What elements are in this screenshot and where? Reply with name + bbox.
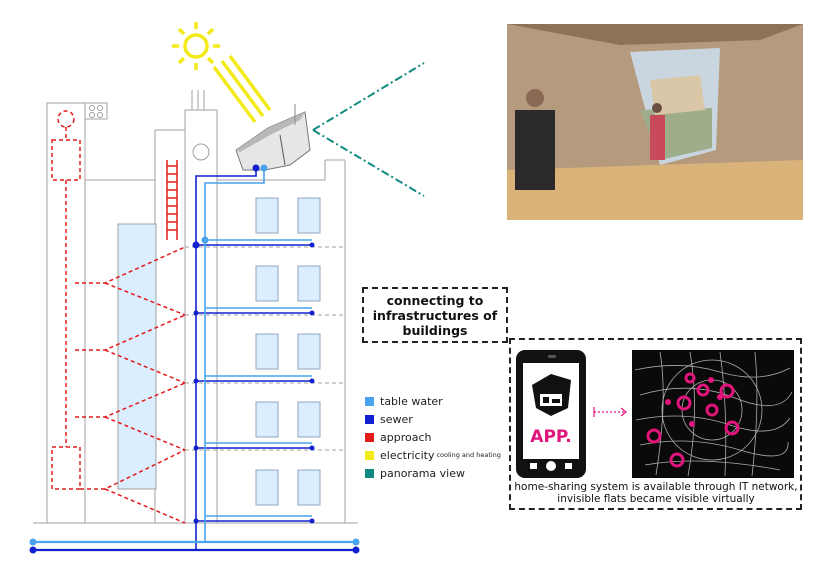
legend-sup: cooling and heating	[436, 451, 501, 459]
title-line-2: infrastructures of	[372, 307, 498, 323]
title-line-3: buildings	[402, 322, 468, 338]
sun-icon	[172, 22, 220, 70]
panorama-photo	[507, 24, 803, 220]
legend-swatch	[365, 468, 374, 478]
table-water-nodes	[29, 164, 360, 546]
legend-swatch	[365, 414, 374, 424]
panorama-view-lines	[312, 62, 425, 197]
building-outline	[33, 90, 358, 524]
legend-item-electricity: electricity cooling and heating	[365, 446, 501, 464]
approach-ladder	[166, 160, 178, 240]
legend-label: panorama view	[380, 466, 465, 480]
legend-item-approach: approach	[365, 428, 501, 446]
arrow-icon	[593, 407, 627, 417]
legend-label: table water	[380, 394, 443, 408]
app-label: APP.	[530, 427, 572, 447]
legend-swatch	[365, 450, 374, 460]
phone-icon	[516, 350, 586, 478]
title-line-1: connecting to	[386, 292, 484, 308]
legend-item-table-water: table water	[365, 392, 501, 410]
city-map	[632, 350, 794, 478]
legend-item-panorama-view: panorama view	[365, 464, 501, 482]
legend-label: approach	[380, 430, 432, 444]
legend-swatch	[365, 432, 374, 442]
caption-line-1: home-sharing system is available through…	[514, 481, 798, 493]
caption-line-2: invisible flats became visible virtually	[557, 493, 755, 505]
title-box: connecting to infrastructures of buildin…	[362, 287, 508, 343]
legend-item-sewer: sewer	[365, 410, 501, 428]
legend-swatch	[365, 396, 374, 406]
legend-label: sewer	[380, 412, 413, 426]
legend: table water sewer approach electricity c…	[365, 392, 501, 482]
sewer-pipes	[33, 168, 356, 552]
sun-rays	[212, 54, 272, 124]
app-box	[509, 338, 802, 510]
sewer-nodes	[29, 164, 360, 554]
table-water-pipes	[33, 168, 356, 544]
stairwell-window	[117, 223, 157, 490]
rooftop-capsule	[235, 104, 311, 171]
caption: home-sharing system is available through…	[512, 481, 800, 505]
approach-routes	[51, 110, 186, 524]
legend-label: electricity	[380, 448, 435, 462]
building-windows	[255, 197, 321, 506]
